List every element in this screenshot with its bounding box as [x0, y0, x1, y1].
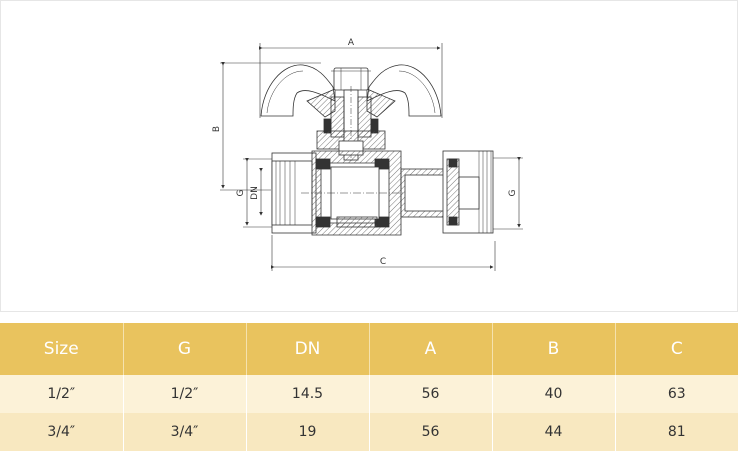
valve-section-drawing: A B G DN G C: [212, 38, 523, 271]
dimension-g-right: G: [493, 157, 523, 230]
dim-b-label: B: [212, 126, 222, 132]
size-spec-table: Size G DN A B C 1/2″ 1/2″ 14.5 56 40 63 …: [0, 323, 738, 451]
table-row: 3/4″ 3/4″ 19 56 44 81: [0, 413, 738, 451]
dimension-g-left: G: [236, 158, 273, 228]
dimension-dn: DN: [250, 168, 263, 216]
dimension-c: C: [271, 235, 496, 271]
header-c: C: [615, 323, 738, 375]
cell-a: 56: [369, 413, 493, 451]
butterfly-handle: [260, 64, 442, 118]
header-size: Size: [0, 323, 124, 375]
cell-size: 3/4″: [0, 413, 124, 451]
cell-g: 3/4″: [123, 413, 247, 451]
dimension-a: A: [259, 38, 443, 118]
table-row: 1/2″ 1/2″ 14.5 56 40 63: [0, 375, 738, 413]
technical-drawing: A B G DN G C: [0, 0, 738, 312]
table-header-row: Size G DN A B C: [0, 323, 738, 375]
cell-a: 56: [369, 375, 493, 413]
header-a: A: [369, 323, 493, 375]
dim-a-label: A: [348, 38, 355, 48]
cell-size: 1/2″: [0, 375, 124, 413]
dim-g-left-label: G: [236, 189, 246, 196]
header-b: B: [492, 323, 616, 375]
cell-c: 63: [615, 375, 738, 413]
cell-g: 1/2″: [123, 375, 247, 413]
header-g: G: [123, 323, 247, 375]
cell-dn: 19: [246, 413, 370, 451]
cell-dn: 14.5: [246, 375, 370, 413]
dim-g-right-label: G: [508, 189, 518, 196]
dim-dn-label: DN: [250, 186, 260, 200]
cell-b: 44: [492, 413, 616, 451]
cell-c: 81: [615, 413, 738, 451]
valve-stem: [316, 86, 386, 179]
dim-c-label: C: [380, 257, 386, 267]
valve-tail: [400, 150, 494, 234]
cell-b: 40: [492, 375, 616, 413]
valve-body: [271, 150, 471, 236]
header-dn: DN: [246, 323, 370, 375]
